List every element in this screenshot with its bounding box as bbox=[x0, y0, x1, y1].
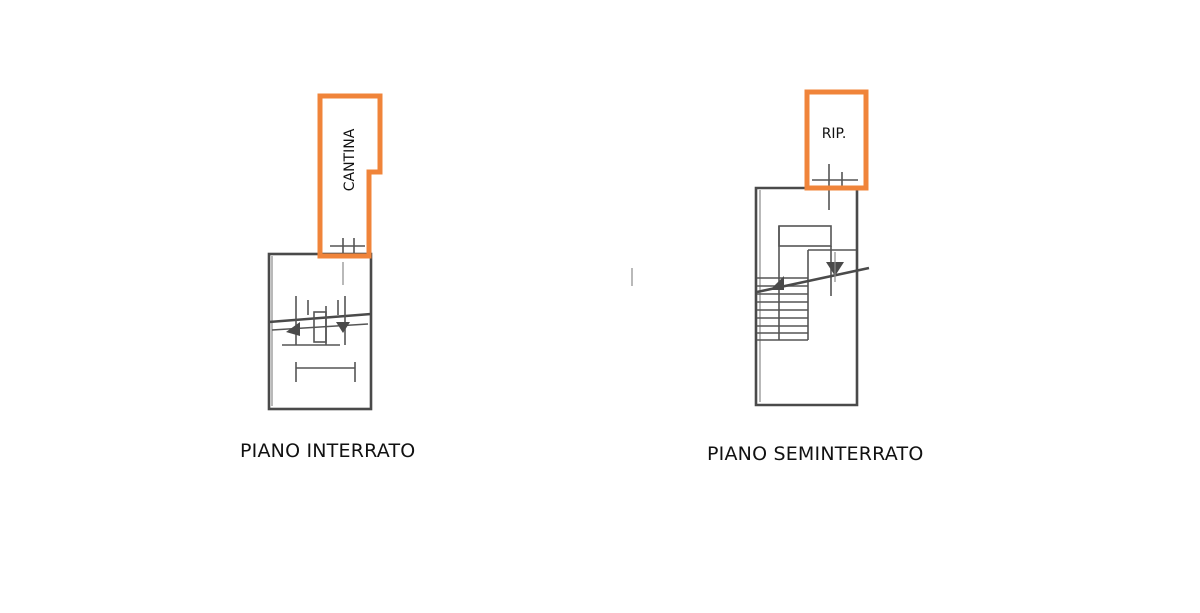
stair-symbol-right bbox=[631, 225, 870, 341]
stairwell-walls-right bbox=[754, 186, 859, 407]
caption-piano-interrato: PIANO INTERRATO bbox=[240, 440, 416, 462]
stairwell-walls-left bbox=[267, 252, 373, 411]
ripostiglio-label: RIP. bbox=[822, 126, 847, 142]
cantina-label: CANTINA bbox=[342, 128, 358, 191]
stair-symbol-left bbox=[268, 262, 372, 382]
cellar-corridor-left bbox=[330, 238, 365, 254]
plan-piano-seminterrato: RIP. bbox=[631, 89, 870, 407]
plan-piano-interrato: CANTINA bbox=[267, 93, 383, 411]
caption-piano-seminterrato: PIANO SEMINTERRATO bbox=[707, 443, 924, 465]
ripostiglio-outline bbox=[804, 89, 869, 191]
cantina-outline bbox=[317, 93, 383, 259]
